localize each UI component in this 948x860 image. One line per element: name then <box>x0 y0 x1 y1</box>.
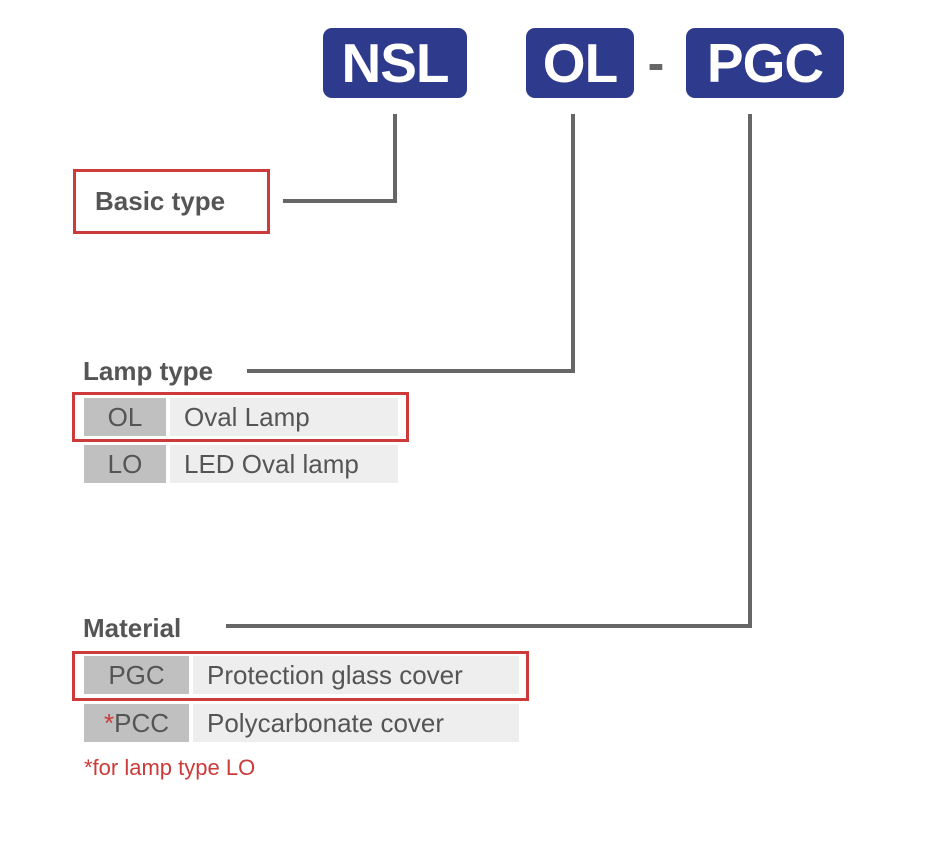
material-row-pcc-code-text: PCC <box>114 707 170 738</box>
material-row-pcc-star: * <box>103 707 115 738</box>
material-row-pcc-description: Polycarbonate cover <box>193 704 519 742</box>
connector-pgc-vertical <box>748 114 752 628</box>
basic-type-label: Basic type <box>95 186 226 216</box>
material-selected-highlight <box>72 651 529 701</box>
code-part-nsl: NSL <box>323 28 467 98</box>
material-row-pgc-description: Protection glass cover <box>193 656 519 694</box>
material-heading: Material <box>83 613 182 643</box>
lamp-type-row-lo-code: LO <box>84 445 166 483</box>
lamp-type-heading: Lamp type <box>83 356 214 386</box>
material-footnote: *for lamp type LO <box>84 755 256 780</box>
code-part-ol: OL <box>526 28 634 98</box>
material-row-pgc-code: PGC <box>84 656 189 694</box>
connector-ol-horizontal <box>247 369 575 373</box>
connector-ol-vertical <box>571 114 575 373</box>
lamp-type-row-lo-description: LED Oval lamp <box>170 445 398 483</box>
material-row-pcc-code: *PCC <box>84 704 189 742</box>
connector-nsl-vertical <box>393 114 397 203</box>
lamp-type-row-ol-description: Oval Lamp <box>170 398 398 436</box>
lamp-type-selected-highlight <box>72 392 409 442</box>
lamp-type-row-ol-code: OL <box>84 398 166 436</box>
connector-nsl-horizontal <box>283 199 397 203</box>
basic-type-box <box>73 169 270 234</box>
code-part-pgc: PGC <box>686 28 844 98</box>
code-separator: - <box>647 35 665 91</box>
connector-pgc-horizontal <box>226 624 752 628</box>
